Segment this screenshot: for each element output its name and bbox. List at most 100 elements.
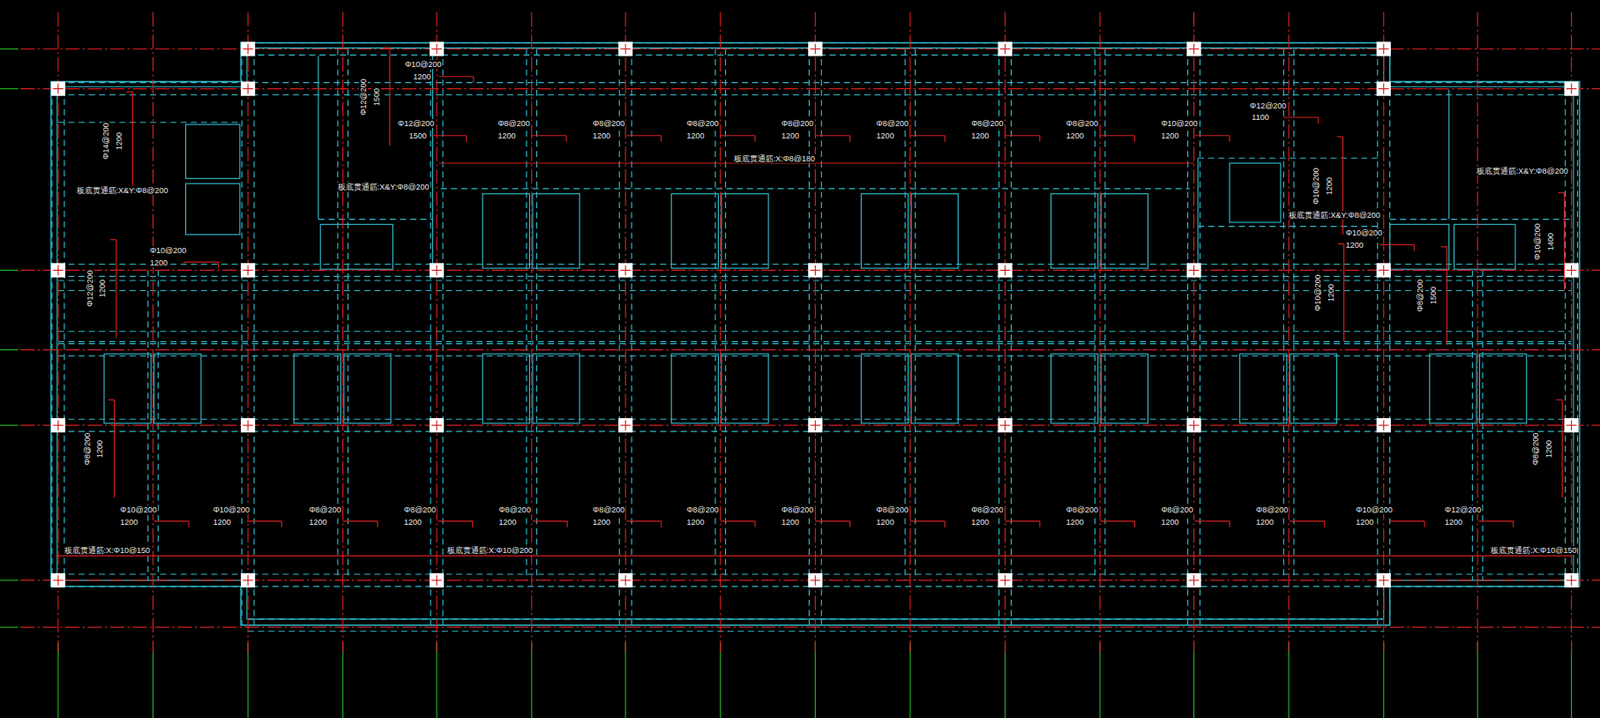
rebar-label: Φ10@200 bbox=[149, 246, 187, 255]
column-mark bbox=[1570, 419, 1572, 431]
rebar-label: Φ8@200 bbox=[1415, 278, 1425, 313]
axis-line bbox=[1570, 12, 1572, 653]
beam-line bbox=[1283, 49, 1285, 581]
leader-line bbox=[1338, 243, 1345, 245]
leader-line bbox=[849, 521, 851, 528]
column bbox=[1564, 418, 1579, 433]
wall-line bbox=[1197, 157, 1199, 270]
leader-line bbox=[1195, 520, 1230, 522]
rebar-label: 1200 bbox=[498, 517, 518, 527]
leader-line bbox=[126, 90, 133, 92]
rebar-label: Φ10@200 bbox=[212, 505, 251, 515]
axis-tail bbox=[1099, 642, 1101, 718]
axis-tail bbox=[342, 642, 344, 718]
axis-tail bbox=[436, 642, 438, 718]
beam-line bbox=[1187, 49, 1189, 626]
axis-line bbox=[1099, 12, 1101, 653]
column bbox=[240, 41, 255, 56]
rebar-label: 1200 bbox=[1065, 131, 1085, 141]
axis-line bbox=[247, 12, 249, 653]
leader-line bbox=[626, 520, 661, 522]
leader-line bbox=[471, 521, 473, 528]
column bbox=[51, 262, 66, 277]
column bbox=[240, 82, 255, 97]
room-outline bbox=[911, 194, 958, 269]
axis-tail bbox=[0, 579, 19, 581]
column bbox=[1376, 82, 1391, 97]
beam-line bbox=[1104, 49, 1106, 581]
slab-note: 板底贯通筋:X&Y:Φ8@200 bbox=[1287, 210, 1382, 220]
column-mark bbox=[1004, 44, 1006, 55]
column bbox=[51, 573, 66, 588]
beam-line bbox=[1293, 49, 1294, 581]
column-mark bbox=[1383, 265, 1384, 277]
rebar-label: 1200 bbox=[1324, 176, 1334, 196]
room-outline bbox=[1390, 224, 1450, 270]
beam-line bbox=[1564, 89, 1566, 581]
slab-note: 板底贯通筋:X:Φ8@180 bbox=[732, 154, 816, 164]
column bbox=[997, 418, 1012, 433]
column bbox=[618, 41, 633, 56]
room-outline bbox=[671, 353, 718, 424]
column bbox=[997, 262, 1012, 277]
leader-line bbox=[1134, 135, 1136, 143]
room-outline bbox=[186, 183, 240, 235]
leader-line bbox=[532, 520, 568, 522]
column-mark bbox=[247, 83, 249, 95]
rebar-label: Φ8@200 bbox=[780, 119, 815, 128]
leader-line bbox=[720, 520, 756, 522]
column bbox=[1376, 262, 1391, 277]
axis-line bbox=[1288, 12, 1290, 653]
leader-line bbox=[1379, 244, 1414, 246]
leader-line bbox=[1005, 520, 1040, 522]
axis-tail bbox=[0, 627, 19, 629]
beam-line bbox=[1472, 269, 1473, 581]
rebar-label: Φ8@200 bbox=[1065, 505, 1100, 515]
beam-line bbox=[914, 49, 916, 581]
leader-line bbox=[1228, 135, 1230, 143]
rebar-label: Φ8@200 bbox=[591, 119, 626, 128]
rebar-label: Φ8@200 bbox=[82, 432, 92, 466]
leader-line bbox=[1039, 521, 1040, 528]
axis-tail bbox=[1004, 642, 1006, 718]
column-mark bbox=[436, 419, 438, 431]
rebar-label: Φ8@200 bbox=[1159, 505, 1194, 515]
column-mark bbox=[1193, 575, 1195, 586]
column-mark bbox=[1570, 575, 1572, 586]
leader-line bbox=[531, 134, 567, 136]
rebar-label: Φ12@200 bbox=[1443, 505, 1482, 515]
beam-line bbox=[347, 49, 349, 581]
room-outline bbox=[1229, 163, 1281, 223]
column bbox=[807, 41, 823, 56]
column bbox=[1376, 41, 1391, 56]
leader-line bbox=[383, 47, 390, 49]
leader-line bbox=[1441, 246, 1448, 247]
beam-line bbox=[1390, 218, 1572, 220]
axis-line bbox=[20, 349, 1600, 351]
column bbox=[997, 41, 1012, 56]
leader-line bbox=[626, 134, 661, 136]
leader-line bbox=[113, 399, 115, 498]
axis-line bbox=[20, 48, 1600, 50]
rebar-label: 1200 bbox=[780, 131, 800, 141]
beam-line bbox=[51, 89, 53, 581]
axis-line bbox=[152, 12, 154, 653]
leader-line bbox=[849, 135, 851, 143]
rebar-label: Φ8@200 bbox=[780, 505, 815, 515]
beam-line bbox=[241, 49, 243, 626]
beam-line bbox=[1376, 49, 1378, 626]
column bbox=[429, 41, 444, 56]
rebar-label: 1200 bbox=[685, 517, 705, 527]
room-outline bbox=[1100, 353, 1148, 424]
rebar-label: 1200 bbox=[411, 72, 432, 82]
rebar-label: 1200 bbox=[97, 278, 107, 299]
axis-line bbox=[530, 12, 532, 653]
rebar-label: Φ8@200 bbox=[307, 505, 342, 515]
axis-line bbox=[1383, 12, 1384, 653]
column-mark bbox=[1004, 265, 1006, 277]
rebar-label: 1200 bbox=[875, 131, 896, 141]
axis-tail bbox=[814, 642, 816, 718]
leader-line bbox=[1289, 520, 1324, 522]
axis-line bbox=[20, 627, 1600, 629]
